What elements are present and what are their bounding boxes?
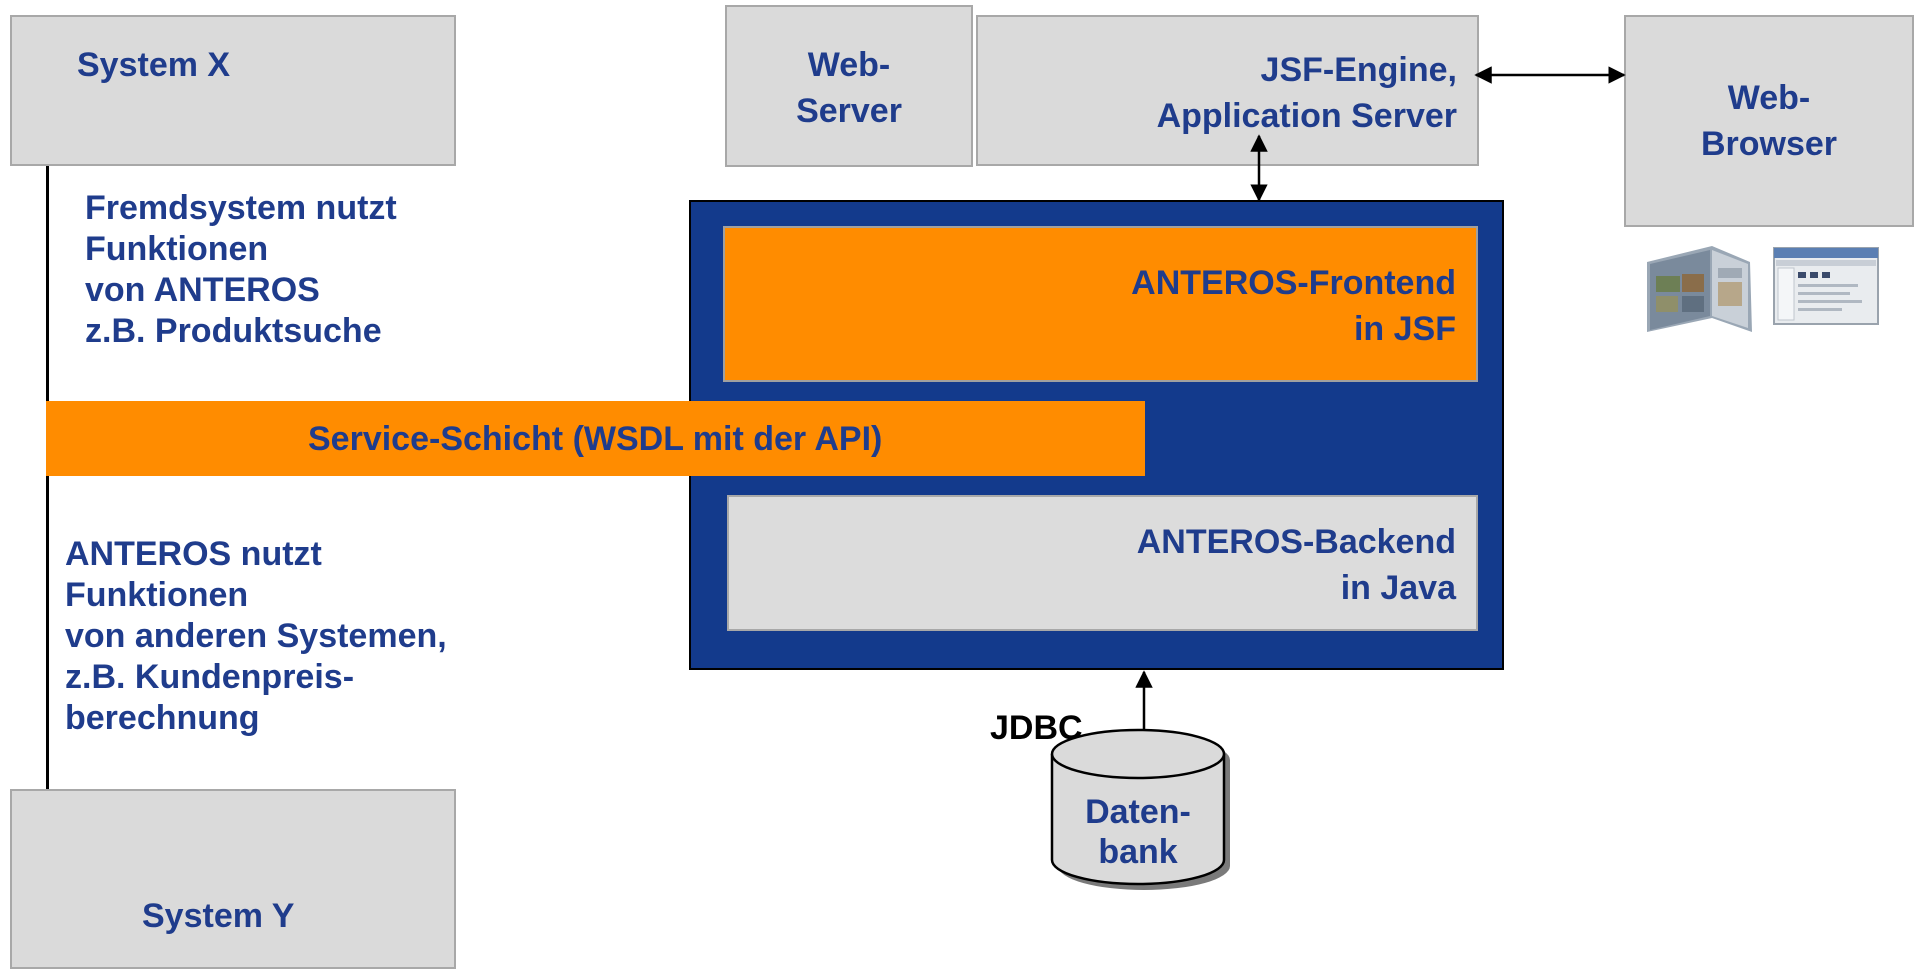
- anteros-backend-label: ANTEROS-Backend in Java: [1137, 519, 1456, 611]
- web-browser-box: Web- Browser: [1624, 15, 1914, 227]
- frontend-line1: ANTEROS-Frontend: [1131, 264, 1456, 302]
- system-y-label: System Y: [142, 897, 295, 935]
- web-server-line1: Web-: [807, 46, 891, 84]
- anteros-frontend-label: ANTEROS-Frontend in JSF: [1131, 260, 1456, 352]
- web-server-box: Web- Server: [725, 5, 973, 167]
- note-bottom-line4: z.B. Kundenpreis-: [65, 658, 355, 696]
- jsf-engine-line1: JSF-Engine,: [1260, 51, 1457, 89]
- note-top-line4: z.B. Produktsuche: [85, 312, 382, 350]
- brochure-icon: [1647, 246, 1752, 332]
- note-bottom-line5: berechnung: [65, 699, 260, 737]
- note-top-line1: Fremdsystem nutzt: [85, 189, 397, 227]
- frontend-line2: in JSF: [1353, 310, 1456, 348]
- web-browser-line1: Web-: [1727, 79, 1811, 117]
- jsf-engine-label: JSF-Engine, Application Server: [1157, 47, 1457, 139]
- database-label: Daten- bank: [1052, 792, 1224, 872]
- system-y-box: System Y: [10, 789, 456, 969]
- jsf-engine-line2: Application Server: [1156, 97, 1457, 135]
- note-bottom-line1: ANTEROS nutzt: [65, 535, 322, 573]
- anteros-frontend-box: ANTEROS-Frontend in JSF: [723, 226, 1478, 382]
- database-line2: bank: [1098, 833, 1178, 871]
- system-x-box: System X: [10, 15, 456, 166]
- web-server-line2: Server: [796, 92, 902, 130]
- jsf-engine-box: JSF-Engine, Application Server: [976, 15, 1479, 166]
- system-x-label: System X: [77, 46, 231, 84]
- note-anteros-uses-others: ANTEROS nutzt Funktionen von anderen Sys…: [65, 534, 447, 739]
- service-layer-bar: Service-Schicht (WSDL mit der API): [46, 401, 1145, 476]
- backend-line2: in Java: [1340, 569, 1456, 607]
- service-layer-label: Service-Schicht (WSDL mit der API): [308, 420, 883, 458]
- web-browser-label: Web- Browser: [1626, 75, 1912, 167]
- note-bottom-line3: von anderen Systemen,: [65, 617, 447, 655]
- database-cylinder: [1050, 728, 1230, 890]
- note-bottom-line2: Funktionen: [65, 576, 249, 614]
- note-top-line2: Funktionen: [85, 230, 269, 268]
- web-server-label: Web- Server: [727, 42, 971, 134]
- web-browser-line2: Browser: [1700, 125, 1838, 163]
- browser-window-icon: [1773, 247, 1879, 325]
- anteros-backend-box: ANTEROS-Backend in Java: [727, 495, 1478, 631]
- jdbc-label: JDBC: [990, 709, 1083, 747]
- system-connector-line: [46, 166, 49, 789]
- note-external-uses-anteros: Fremdsystem nutzt Funktionen von ANTEROS…: [85, 188, 397, 352]
- backend-line1: ANTEROS-Backend: [1136, 523, 1456, 561]
- note-top-line3: von ANTEROS: [85, 271, 320, 309]
- database-line1: Daten-: [1085, 793, 1191, 831]
